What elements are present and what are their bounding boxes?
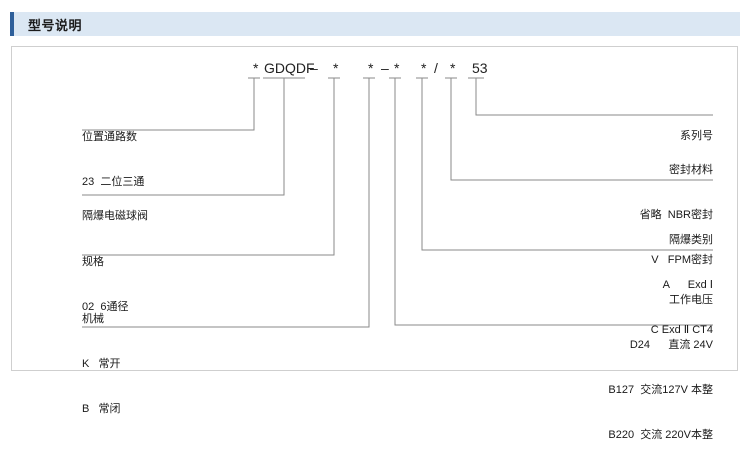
model-code-token: * [368,60,374,76]
label-specification: 规格 02 6通径 [82,225,129,330]
row-desc: 6通径 [100,301,129,313]
label-explosion-proof-category: 隔爆类别 A Exd Ⅰ C Exd Ⅱ CT4 [651,203,713,353]
row-desc: Exd Ⅰ [687,279,713,291]
model-code-token: 53 [472,60,488,76]
group-row: A Exd Ⅰ [651,278,713,293]
label-explosion-proof-solenoid-ball-valve: 隔爆电磁球阀 [82,179,148,239]
header-accent-bar [10,12,14,36]
model-code-token: * [450,60,456,76]
row-code: A [662,279,670,291]
row-code: 省略 [639,209,662,221]
row-desc: 交流127V 本整 [640,384,713,396]
label-series-number: 系列号 [680,99,713,159]
page-title: 型号说明 [28,17,83,33]
row-desc: 常开 [98,358,121,370]
group-row: V FPM密封 [640,253,713,268]
model-code-token: * [333,60,339,76]
group-row: 23 二位三通 [82,175,144,190]
row-desc: FPM密封 [667,254,713,266]
group-row: 省略 NBR密封 [640,208,713,223]
label-mechanical: 机械 K 常开 B 常闭 [82,282,121,432]
model-code-line: *GDQDF–**–**/*53 [0,60,750,80]
row-code: 02 [82,301,95,313]
group-title: 系列号 [680,130,713,142]
group-row: D24 直流 24V [608,338,713,353]
group-row: K 常开 [82,357,121,372]
row-desc: 二位三通 [100,176,145,188]
row-code: D24 [629,339,651,351]
group-title: 机械 [82,313,104,325]
label-working-voltage: 工作电压 D24 直流 24V B127 交流127V 本整 B220 交流 2… [608,263,713,458]
group-row: 02 6通径 [82,300,129,315]
row-code: C [650,324,659,336]
row-desc: 直流 24V [668,339,713,351]
model-code-token: * [394,60,400,76]
row-code: 23 [82,176,95,188]
row-code: B220 [608,429,635,441]
label-sealing-material: 密封材料 省略 NBR密封 V FPM密封 [640,133,713,283]
row-desc: NBR密封 [667,209,713,221]
model-code-token: * [253,60,259,76]
model-code-token: / [434,60,438,76]
group-row: B127 交流127V 本整 [608,383,713,398]
group-row: C Exd Ⅱ CT4 [651,323,713,338]
row-code: B [82,403,90,415]
row-code: V [651,254,659,266]
group-title: 工作电压 [669,294,713,306]
model-code-token: – [310,60,318,76]
group-title: 规格 [82,256,104,268]
group-row: B 常闭 [82,402,121,417]
row-code: K [82,358,90,370]
model-code-token: * [421,60,427,76]
model-code-token: GDQDF [264,60,315,76]
row-desc: 交流 220V本整 [640,429,713,441]
row-code: B127 [608,384,635,396]
section-header: 型号说明 [10,12,740,36]
group-title: 隔爆类别 [669,234,713,246]
group-title: 密封材料 [669,164,713,176]
model-code-token: – [381,60,389,76]
label-position-channel-count: 位置通路数 23 二位三通 [82,100,144,205]
row-desc: Exd Ⅱ CT4 [661,324,713,336]
group-row: B220 交流 220V本整 [608,428,713,443]
group-title: 位置通路数 [82,131,137,143]
row-desc: 常闭 [98,403,121,415]
group-title: 隔爆电磁球阀 [82,210,148,222]
